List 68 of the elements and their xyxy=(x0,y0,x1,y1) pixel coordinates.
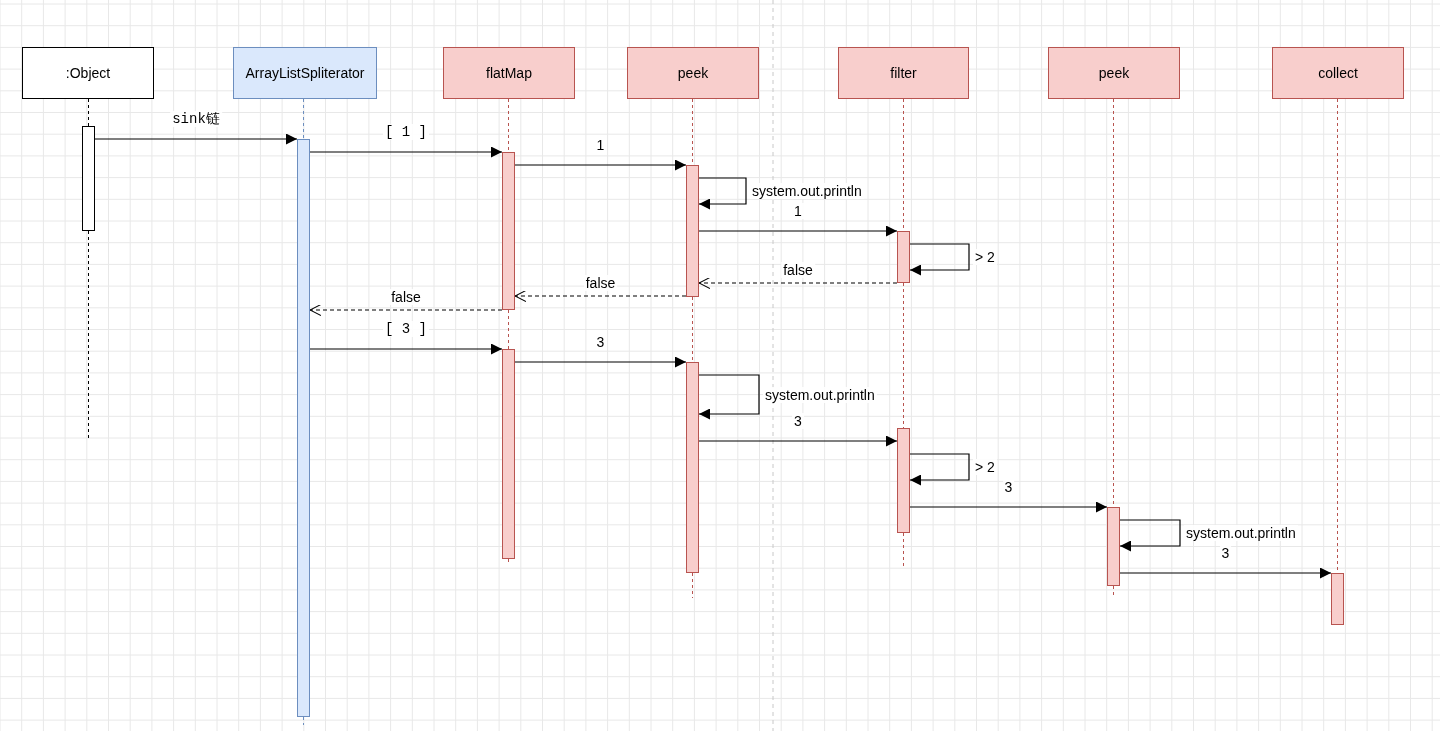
self-message-arrow xyxy=(1119,519,1181,552)
return-arrow xyxy=(309,303,503,317)
lifeline xyxy=(903,282,904,429)
edge-label: system.out.println xyxy=(750,183,864,199)
activation-bar xyxy=(897,428,910,533)
self-message-arrow xyxy=(698,177,747,210)
activation-bar xyxy=(502,349,515,559)
participant-box xyxy=(443,47,575,99)
edge-label: > 2 xyxy=(973,249,997,265)
participant-name: peek xyxy=(677,65,709,81)
edge-label: 3 xyxy=(1002,479,1015,495)
edge-label: false xyxy=(583,275,618,291)
edge-label: system.out.println xyxy=(1184,525,1298,541)
participant-box xyxy=(838,47,969,99)
message-arrow xyxy=(94,133,298,145)
edge-label: false xyxy=(781,262,815,278)
message-arrow xyxy=(1119,567,1332,579)
lifeline xyxy=(508,98,509,153)
participant-name: collect xyxy=(1318,65,1358,81)
message-arrow xyxy=(309,343,503,355)
activation-bar xyxy=(686,165,699,297)
participant-box xyxy=(1272,47,1404,99)
message-arrow xyxy=(309,146,503,158)
participant-name: ArrayListSpliterator xyxy=(245,65,365,81)
edge-label: 1 xyxy=(792,203,804,219)
message-arrow xyxy=(698,225,898,237)
lifeline xyxy=(88,230,89,441)
edge-label: 3 xyxy=(1219,545,1232,561)
edge-label: false xyxy=(389,289,423,305)
lifeline xyxy=(692,572,693,599)
activation-bar xyxy=(686,362,699,573)
lifeline xyxy=(508,309,509,350)
self-message-arrow xyxy=(698,374,760,420)
activation-bar xyxy=(502,152,515,310)
lifeline xyxy=(303,716,304,726)
lifeline xyxy=(88,98,89,127)
edge-label: sink链 xyxy=(170,111,222,127)
participant-box xyxy=(233,47,377,99)
participant-name: flatMap xyxy=(486,65,532,81)
lifeline xyxy=(692,296,693,363)
lifeline xyxy=(303,98,304,140)
self-message-arrow xyxy=(909,453,970,486)
message-arrow xyxy=(909,501,1108,513)
participant-box xyxy=(22,47,154,99)
edge-label: 3 xyxy=(594,334,607,350)
participant-box xyxy=(1048,47,1180,99)
self-message-arrow xyxy=(909,243,970,276)
participant-name: :Object xyxy=(65,65,111,81)
lifeline xyxy=(903,532,904,569)
activation-bar xyxy=(297,139,310,717)
message-arrow xyxy=(514,356,687,368)
activation-bar xyxy=(1107,507,1120,586)
activation-bar xyxy=(1331,573,1344,625)
edge-label: 1 xyxy=(594,137,607,153)
edge-label: > 2 xyxy=(973,459,997,475)
edge-label: [ 1 ] xyxy=(383,124,429,140)
activation-bar xyxy=(82,126,95,231)
edge-label: [ 3 ] xyxy=(383,321,429,337)
return-arrow xyxy=(514,289,687,303)
return-arrow xyxy=(698,276,898,290)
activation-bar xyxy=(897,231,910,283)
participant-name: filter xyxy=(890,65,917,81)
edge-label: system.out.println xyxy=(763,386,877,403)
participant-name: peek xyxy=(1098,65,1130,81)
participant-box xyxy=(627,47,759,99)
edge-label: 3 xyxy=(792,413,804,429)
message-arrow xyxy=(514,159,687,171)
message-arrow xyxy=(698,435,898,447)
